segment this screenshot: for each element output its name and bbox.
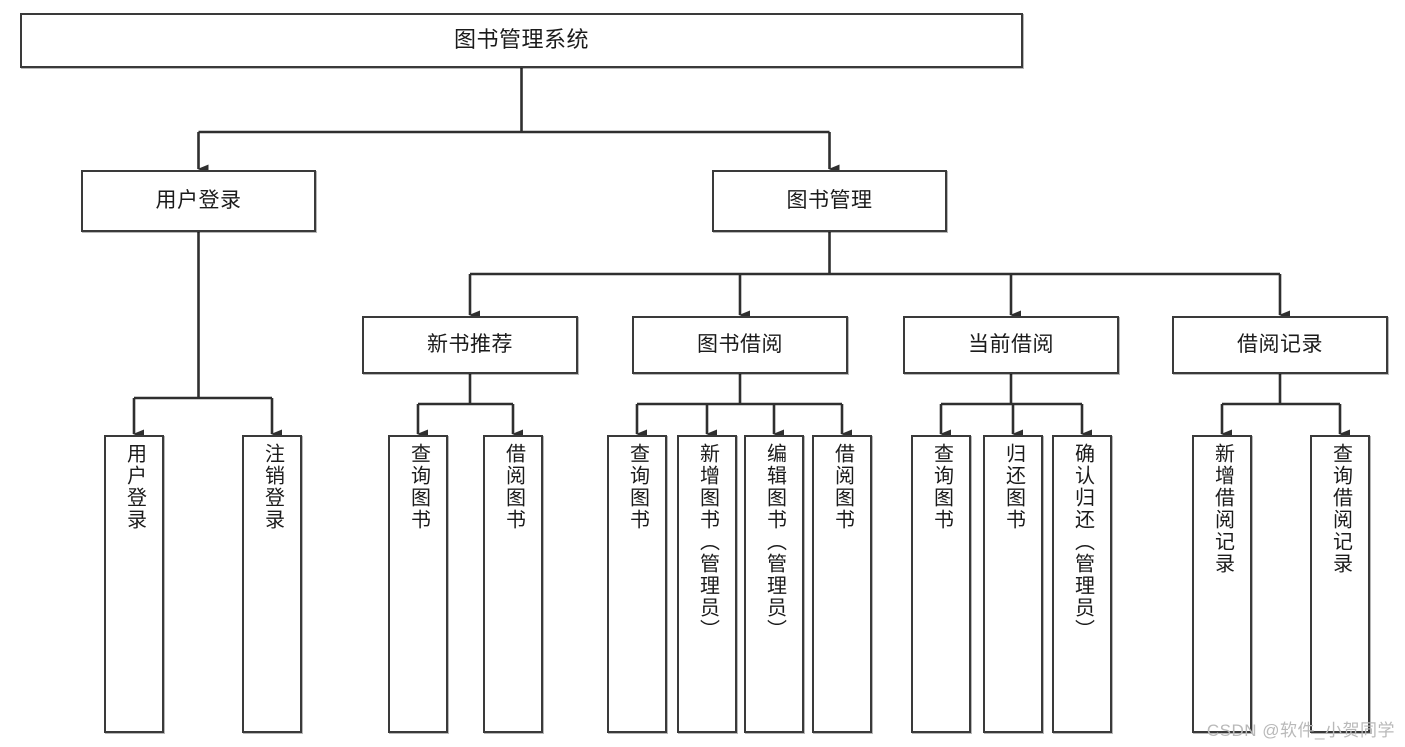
node-user-login[interactable]: 用户登录 (81, 170, 316, 232)
node-label: 图书管理系统 (453, 27, 589, 53)
node-leaf-logout[interactable]: 注销登录 (242, 435, 302, 733)
node-leaf-query-borrow-record[interactable]: 查询借阅记录 (1310, 435, 1370, 733)
node-root-book-management-system[interactable]: 图书管理系统 (20, 13, 1023, 68)
node-leaf-confirm-return-admin[interactable]: 确认归还（管理员） (1052, 435, 1112, 733)
node-label: 借阅图书 (502, 443, 525, 531)
node-leaf-add-book-admin[interactable]: 新增图书（管理员） (677, 435, 737, 733)
node-borrow-records[interactable]: 借阅记录 (1172, 316, 1388, 374)
node-label: 查询图书 (930, 443, 953, 531)
node-leaf-add-borrow-record[interactable]: 新增借阅记录 (1192, 435, 1252, 733)
node-label: 新增借阅记录 (1211, 443, 1234, 575)
watermark-text: CSDN @软件_小贺同学 (1206, 721, 1395, 740)
node-label: 图书借阅 (697, 333, 783, 357)
node-label: 借阅图书 (831, 443, 854, 531)
node-leaf-user-login[interactable]: 用户登录 (104, 435, 164, 733)
node-leaf-edit-book-admin[interactable]: 编辑图书（管理员） (744, 435, 804, 733)
node-book-management[interactable]: 图书管理 (712, 170, 947, 232)
node-label: 用户登录 (155, 189, 242, 213)
node-leaf-query-book-rec[interactable]: 查询图书 (388, 435, 448, 733)
node-label: 归还图书 (1002, 443, 1025, 531)
node-label: 查询图书 (626, 443, 649, 531)
node-leaf-query-book-borrow[interactable]: 查询图书 (607, 435, 667, 733)
node-label: 注销登录 (261, 443, 284, 531)
node-book-borrowing[interactable]: 图书借阅 (632, 316, 848, 374)
node-label: 新增图书（管理员） (696, 443, 719, 641)
node-label: 图书管理 (786, 189, 873, 213)
node-label: 查询借阅记录 (1329, 443, 1352, 575)
node-label: 编辑图书（管理员） (763, 443, 786, 641)
node-leaf-borrow-book[interactable]: 借阅图书 (812, 435, 872, 733)
node-leaf-borrow-book-rec[interactable]: 借阅图书 (483, 435, 543, 733)
node-leaf-return-book[interactable]: 归还图书 (983, 435, 1043, 733)
node-label: 当前借阅 (968, 333, 1054, 357)
node-label: 确认归还（管理员） (1071, 443, 1094, 641)
connector-lines (132, 68, 1350, 439)
node-leaf-query-book-current[interactable]: 查询图书 (911, 435, 971, 733)
node-current-borrowing[interactable]: 当前借阅 (903, 316, 1119, 374)
node-label: 新书推荐 (427, 333, 513, 357)
node-new-book-recommendation[interactable]: 新书推荐 (362, 316, 578, 374)
node-label: 用户登录 (123, 443, 146, 531)
node-label: 查询图书 (407, 443, 430, 531)
node-label: 借阅记录 (1237, 333, 1323, 357)
